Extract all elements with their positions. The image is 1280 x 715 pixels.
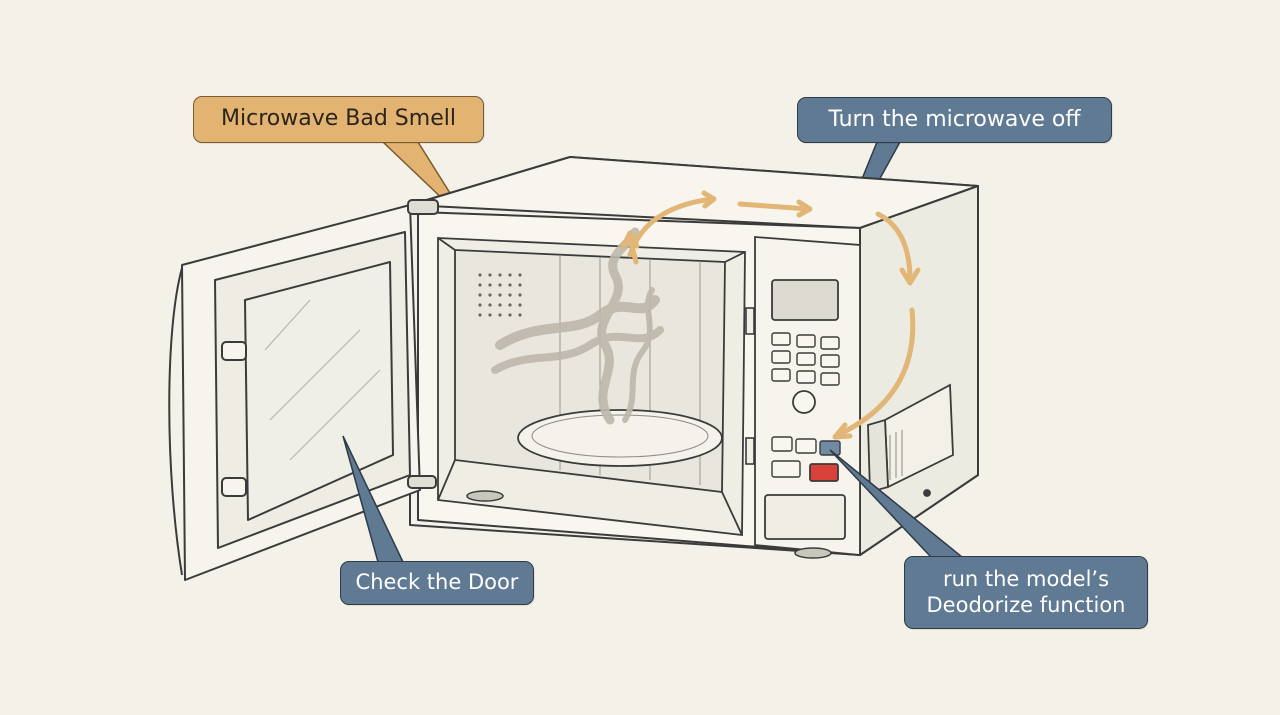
check-door-label: Check the Door [355, 570, 519, 595]
check-door-callout: Check the Door [340, 561, 534, 605]
airflow-arrow-icon [620, 190, 921, 440]
feet [466, 490, 832, 559]
turn-off-label: Turn the microwave off [828, 106, 1081, 132]
deodorize-callout: run the model’s Deodorize function [904, 556, 1148, 629]
cooking-cavity [437, 237, 746, 537]
vent-grille [478, 273, 522, 317]
open-door [168, 199, 439, 581]
smell-wisp-icon [491, 227, 664, 425]
diagram-title-callout: Microwave Bad Smell [193, 96, 484, 143]
diagram-title: Microwave Bad Smell [221, 106, 456, 132]
door-latches [745, 307, 755, 465]
side-tray [867, 383, 954, 497]
deodorize-label-line2: Deodorize function [926, 592, 1126, 617]
deodorize-label-line1: run the model’s [942, 567, 1110, 592]
turntable [517, 409, 723, 467]
turn-off-callout: Turn the microwave off [797, 97, 1112, 143]
control-panel [754, 236, 861, 556]
start-button [809, 463, 839, 482]
